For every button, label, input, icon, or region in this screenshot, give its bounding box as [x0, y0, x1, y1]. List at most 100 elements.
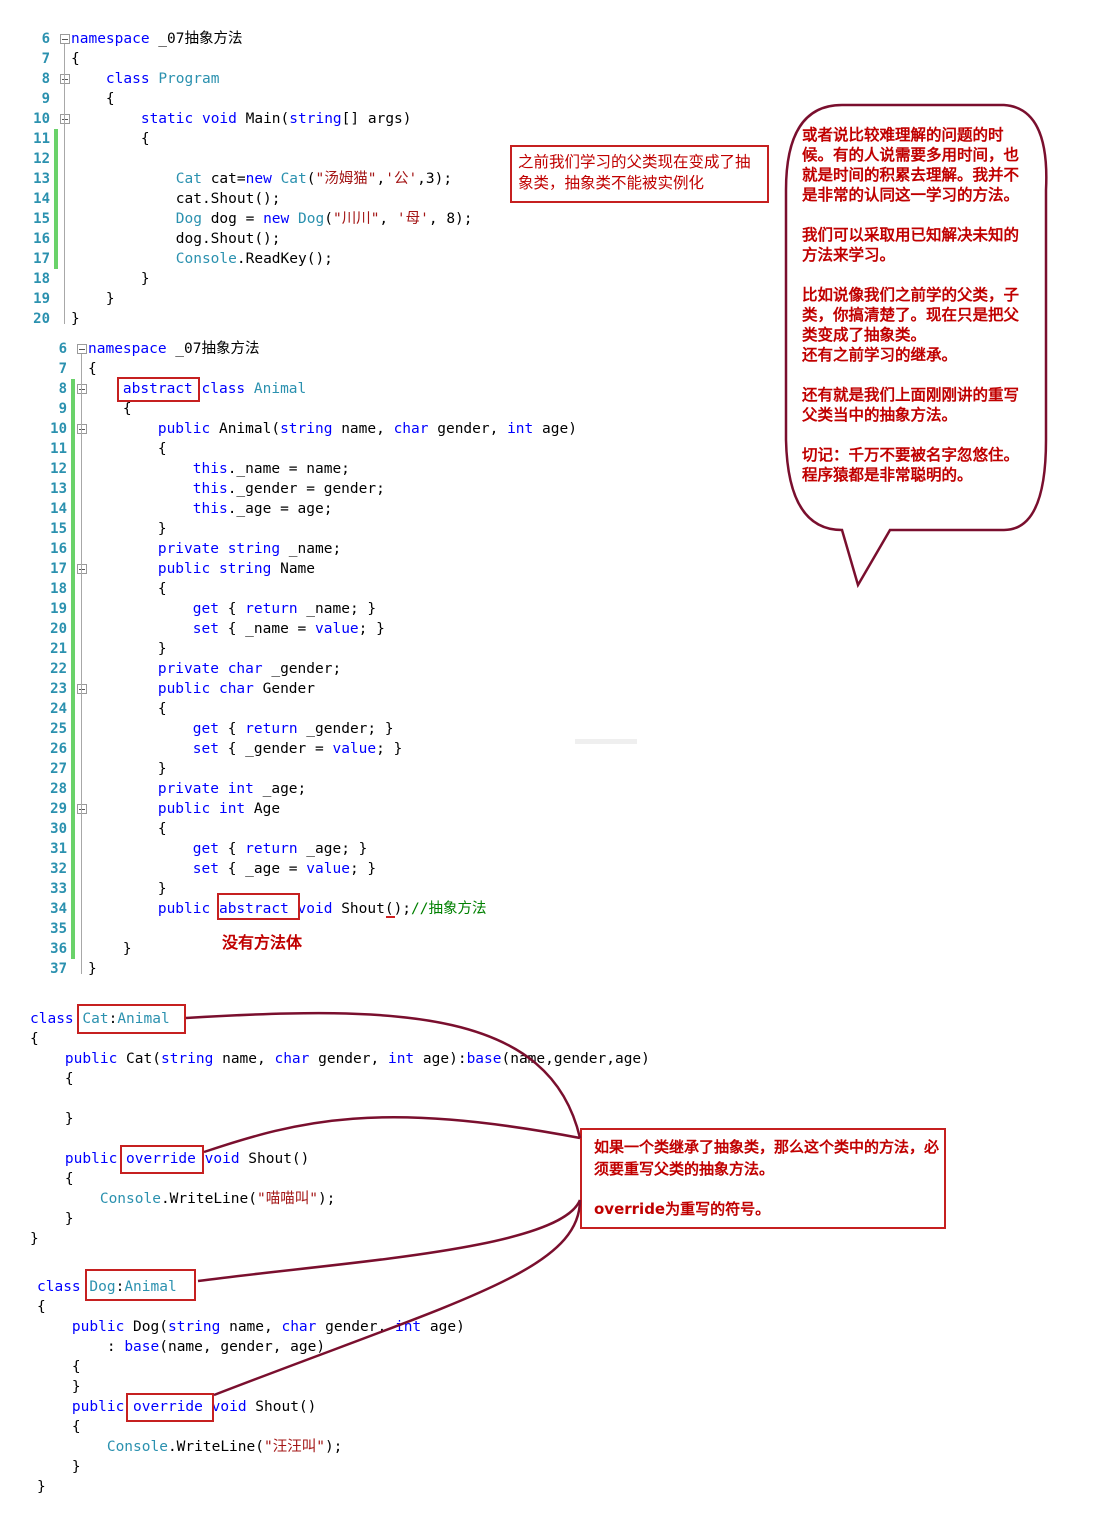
code-line: class Dog:Animal: [37, 1279, 177, 1295]
change-marker: [54, 129, 58, 269]
line-number: 7: [58, 361, 67, 377]
abstract-note-text: 之前我们学习的父类现在变成了抽象类，抽象类不能被实例化: [518, 153, 751, 192]
curve-cat-override: [203, 1116, 581, 1154]
line-number: 33: [50, 881, 67, 897]
line-number: 8: [41, 71, 50, 87]
code-line: dog.Shout();: [71, 231, 281, 247]
line-number: 20: [33, 311, 50, 327]
code-line: }: [30, 1231, 39, 1247]
code-line: Console.WriteLine("汪汪叫");: [106, 1439, 343, 1455]
collapse-toggle[interactable]: [77, 424, 87, 434]
dog-animal-highlight: [85, 1269, 196, 1301]
line-number: 17: [33, 251, 50, 267]
override-note-box: [580, 1128, 946, 1229]
code-line: }: [71, 271, 150, 287]
line-number: 13: [33, 171, 50, 187]
collapse-toggle[interactable]: [60, 34, 70, 44]
code-line: }: [71, 311, 80, 327]
code-line: public Cat(string name, char gender, int…: [64, 1051, 650, 1067]
collapse-toggle[interactable]: [77, 344, 87, 354]
code-line: }: [37, 1479, 46, 1495]
code-line: }: [88, 961, 97, 977]
code-line: }: [37, 1379, 81, 1395]
code-line: cat.Shout();: [71, 191, 281, 207]
curve-cat-class: [185, 1011, 582, 1139]
code-line: {: [88, 361, 97, 377]
code-line: }: [88, 881, 167, 897]
line-number: 20: [50, 621, 67, 637]
line-number: 23: [50, 681, 67, 697]
line-number: 10: [33, 111, 50, 127]
code-line: }: [71, 291, 115, 307]
line-number: 6: [58, 341, 67, 357]
code-line: {: [37, 1299, 46, 1315]
line-number: 12: [33, 151, 50, 167]
line-number: 21: [50, 641, 67, 657]
line-number: 35: [50, 921, 67, 937]
code-line: set { _gender = value; }: [192, 741, 403, 757]
code-line: {: [88, 821, 167, 837]
line-number: 12: [50, 461, 67, 477]
code-line: Dog dog = new Dog("川川", '母', 8);: [175, 211, 473, 227]
collapse-toggle[interactable]: [77, 564, 87, 574]
code-line: public Dog(string name, char gender, int…: [71, 1319, 465, 1335]
no-method-body-note: 没有方法体: [222, 933, 303, 952]
code-line: }: [30, 1211, 74, 1227]
collapse-toggle[interactable]: [60, 114, 70, 124]
line-number: 8: [58, 381, 67, 397]
line-number: 36: [50, 941, 67, 957]
line-number: 29: [50, 801, 67, 817]
collapse-toggle[interactable]: [77, 804, 87, 814]
line-number: 19: [50, 601, 67, 617]
code-line: {: [30, 1031, 39, 1047]
collapse-toggle[interactable]: [77, 684, 87, 694]
code-line: this._name = name;: [192, 461, 350, 477]
line-number: 9: [58, 401, 67, 417]
line-number: 14: [33, 191, 50, 207]
code-line: {: [88, 581, 167, 597]
code-line: {: [37, 1359, 81, 1375]
line-number: 7: [41, 51, 50, 67]
code-line: static void Main(string[] args): [140, 111, 412, 127]
code-line: public Animal(string name, char gender, …: [157, 421, 577, 437]
code-line: {: [71, 91, 115, 107]
code-line: class Cat:Animal: [30, 1011, 170, 1027]
line-number: 11: [33, 131, 50, 147]
line-number: 24: [50, 701, 67, 717]
speech-bubble-text: 或者说比较难理解的问题的时候。有的人说需要多用时间，也就是时间的积累去理解。我并…: [802, 125, 1028, 485]
collapse-toggle[interactable]: [60, 74, 70, 84]
line-number: 34: [50, 901, 67, 917]
line-number: 27: [50, 761, 67, 777]
code-line: Cat cat=new Cat("汤姆猫",'公',3);: [175, 171, 453, 187]
line-number: 16: [33, 231, 50, 247]
code-line: Console.ReadKey();: [175, 251, 333, 267]
line-number: 15: [33, 211, 50, 227]
line-number: 19: [33, 291, 50, 307]
code-line: public abstract void Shout();//抽象方法: [157, 901, 487, 917]
line-number: 10: [50, 421, 67, 437]
code-line: {: [71, 51, 80, 67]
code-line: namespace _07抽象方法: [88, 341, 260, 357]
faint-mark: [575, 739, 637, 744]
code-line: {: [88, 401, 132, 417]
line-number: 25: [50, 721, 67, 737]
line-number: 6: [41, 31, 50, 47]
collapse-toggle[interactable]: [77, 384, 87, 394]
code-line: public override void Shout(): [71, 1399, 317, 1415]
code-line: }: [88, 761, 167, 777]
code-line: abstract class Animal: [122, 381, 307, 397]
bubble-paragraph-4: 还有就是我们上面刚刚讲的重写父类当中的抽象方法。: [802, 386, 1020, 424]
code-line: }: [88, 521, 167, 537]
code-line: private char _gender;: [157, 661, 342, 677]
spell-underline: [386, 916, 395, 918]
code-line: get { return _gender; }: [192, 721, 394, 737]
curve-dog-override: [213, 1199, 582, 1397]
code-line: this._gender = gender;: [192, 481, 385, 497]
line-number: 9: [41, 91, 50, 107]
code-line: namespace _07抽象方法: [71, 31, 243, 47]
line-number: 31: [50, 841, 67, 857]
code-line: }: [37, 1459, 81, 1475]
change-marker: [71, 379, 75, 959]
code-line: public string Name: [157, 561, 316, 577]
line-number: 15: [50, 521, 67, 537]
